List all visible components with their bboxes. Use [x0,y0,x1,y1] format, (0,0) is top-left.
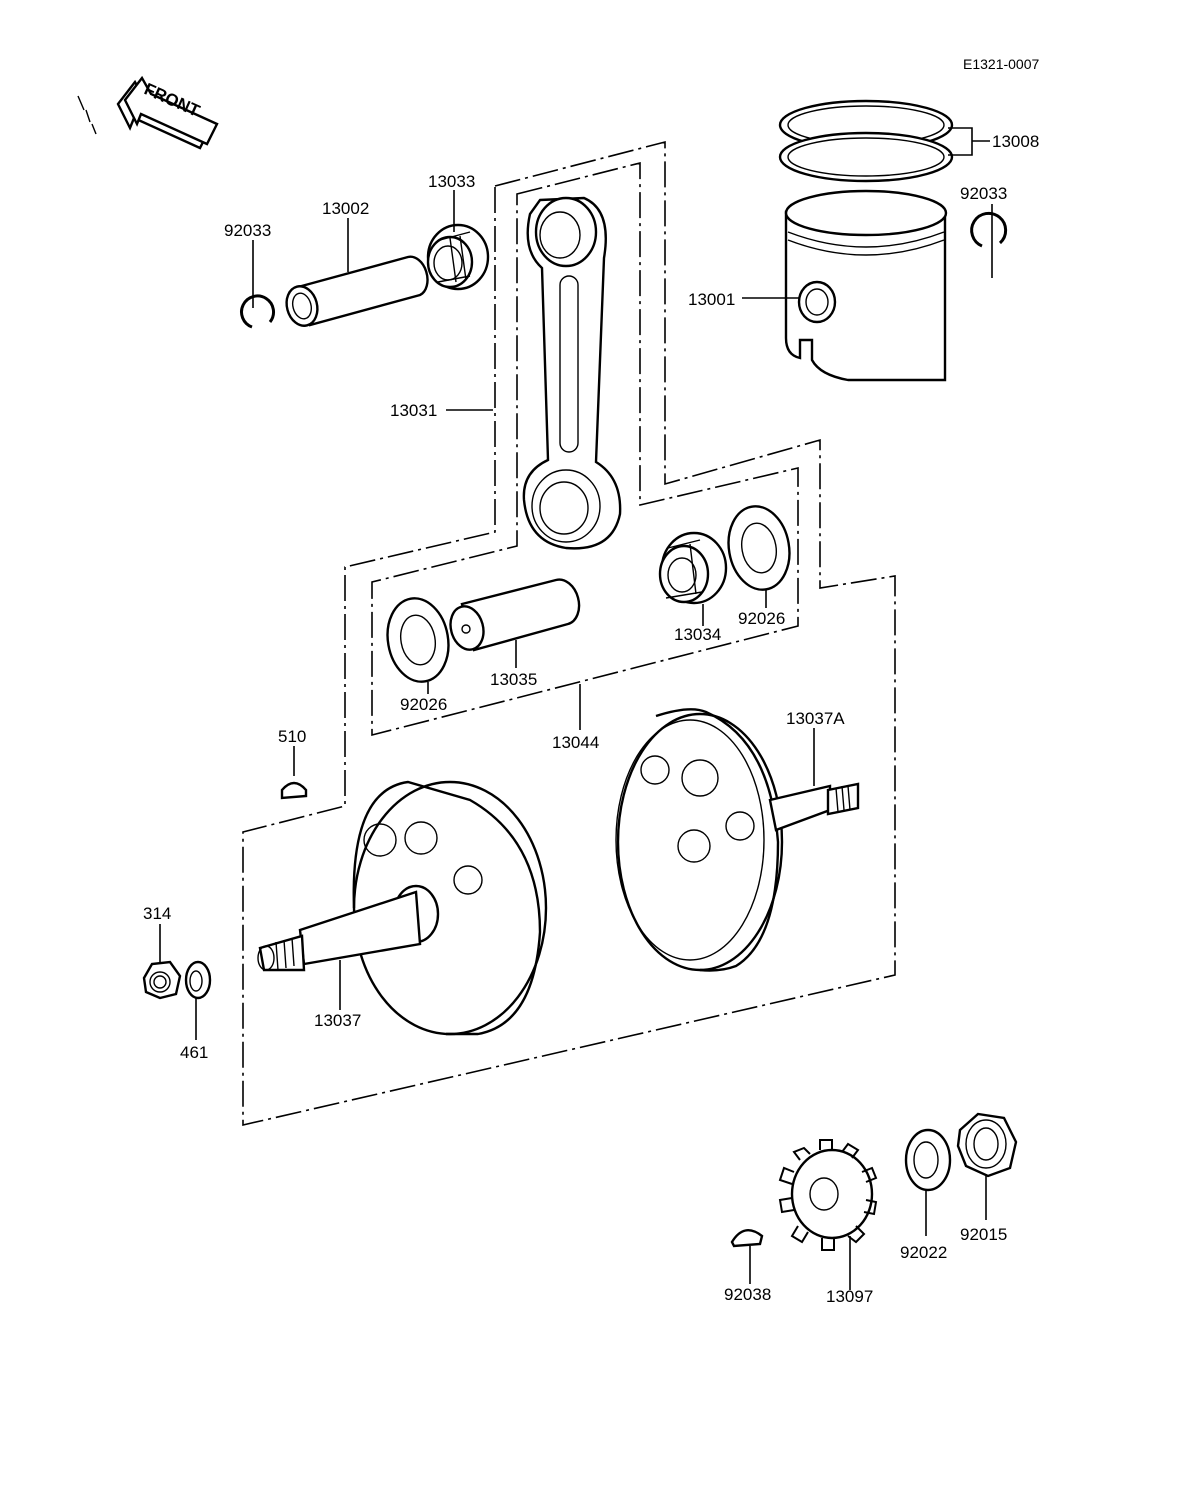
diagram-code: E1321-0007 [963,56,1040,72]
label-510: 510 [278,727,306,746]
crank-nut-314 [142,960,182,1000]
sprocket-13097 [778,1139,878,1251]
circlip-right [970,211,1008,248]
piston [784,189,948,382]
thrust-washer-left [386,597,450,683]
label-92038: 92038 [724,1285,771,1304]
front-arrow-icon: FRONT [116,75,219,150]
washer-461 [184,960,212,1000]
crankshaft-right-half [615,708,860,972]
label-92033-right: 92033 [960,184,1007,203]
label-13008: 13008 [992,132,1039,151]
leader-13008 [948,127,990,156]
label-92015: 92015 [960,1225,1007,1244]
label-461: 461 [180,1043,208,1062]
woodruff-key-92038 [730,1229,764,1248]
label-13044: 13044 [552,733,599,752]
piston-pin [285,255,429,327]
conrod-inner-outline [371,161,799,737]
label-13034: 13034 [674,625,721,644]
label-92022: 92022 [900,1243,947,1262]
woodruff-key-510 [280,781,308,800]
nut-92015 [956,1112,1018,1178]
connecting-rod [522,196,622,550]
label-13037: 13037 [314,1011,361,1030]
piston-rings [778,99,954,183]
label-13035: 13035 [490,670,537,689]
crankshaft-left-half [257,780,548,1036]
big-end-bearing [658,531,728,605]
lock-washer-92022 [904,1128,952,1192]
circlip-left [240,294,275,329]
label-13031: 13031 [390,401,437,420]
label-13097: 13097 [826,1287,873,1306]
label-13002: 13002 [322,199,369,218]
arrow-marks [77,95,97,135]
thrust-washer-right [727,505,791,591]
conrod-assembly-outline [242,140,896,1127]
label-314: 314 [143,904,171,923]
label-92026-left: 92026 [400,695,447,714]
label-13001: 13001 [688,290,735,309]
label-92033-left: 92033 [224,221,271,240]
label-92026-right: 92026 [738,609,785,628]
crank-pin [449,578,581,652]
label-13033: 13033 [428,172,475,191]
label-13037A: 13037A [786,709,845,728]
small-end-bearing [426,223,490,291]
